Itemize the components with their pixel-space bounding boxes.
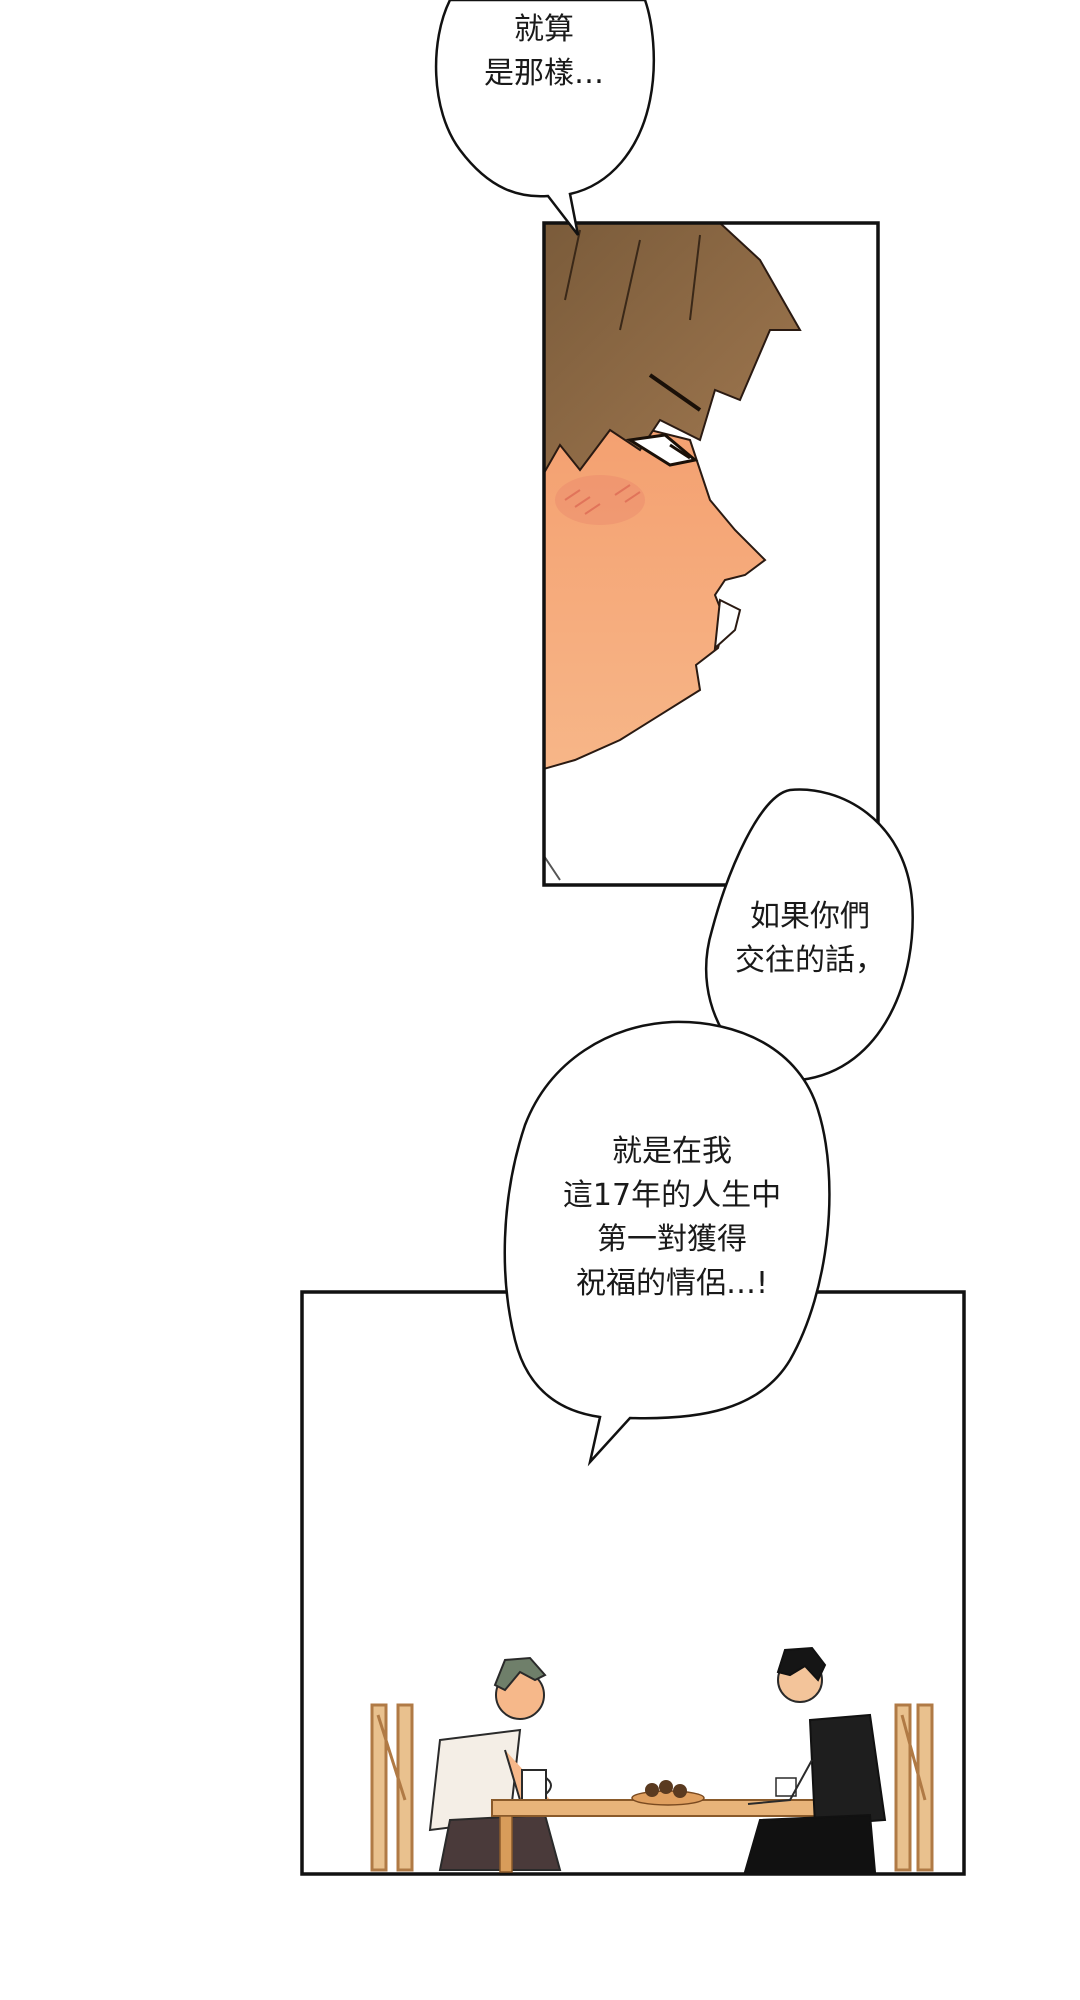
speech-bubble-top (434, 0, 656, 236)
blush (564, 484, 641, 515)
bubble-top-line-1: 就算 (514, 12, 574, 47)
right-boy-hair (776, 1646, 827, 1682)
hair-strand (564, 229, 581, 301)
speech-bubble-large (503, 1020, 831, 1467)
panel-closeup (542, 221, 880, 887)
boy-face-closeup (544, 223, 802, 881)
right-chair (894, 1703, 934, 1872)
cup (775, 1777, 797, 1797)
eye (625, 433, 699, 467)
right-boy (743, 1646, 887, 1873)
hair-strand (619, 239, 641, 331)
bubble-middle-line-2: 交往的話， (735, 943, 885, 978)
right-boy-pants (743, 1813, 877, 1873)
table-leg (499, 1815, 513, 1873)
panel-closeup-border (542, 221, 880, 887)
face-skin (544, 419, 767, 770)
right-boy-shirt (808, 1713, 887, 1827)
bubble-large-line-4: 祝福的情侶…! (575, 1266, 769, 1301)
left-boy-hair (493, 1656, 547, 1692)
bubble-middle-line-1: 如果你們 (750, 899, 870, 934)
hair-strand (689, 234, 701, 321)
mouth (713, 598, 742, 651)
mug (521, 1769, 552, 1801)
bubble-large-line-3: 第一對獲得 (597, 1222, 747, 1257)
blush-cheek (555, 475, 645, 525)
hair (544, 223, 802, 476)
bubble-large-line-2: 這17年的人生中 (562, 1178, 782, 1213)
eye-pupil (669, 443, 691, 460)
right-boy-arm (747, 1759, 813, 1805)
left-chair (370, 1703, 414, 1872)
bubble-top-line-2: 是那樣… (484, 56, 604, 91)
bubble-large-line-1: 就是在我 (612, 1134, 732, 1169)
eyebrow (648, 373, 702, 412)
snack-plate (631, 1780, 705, 1806)
shoulder-outline (544, 854, 561, 881)
